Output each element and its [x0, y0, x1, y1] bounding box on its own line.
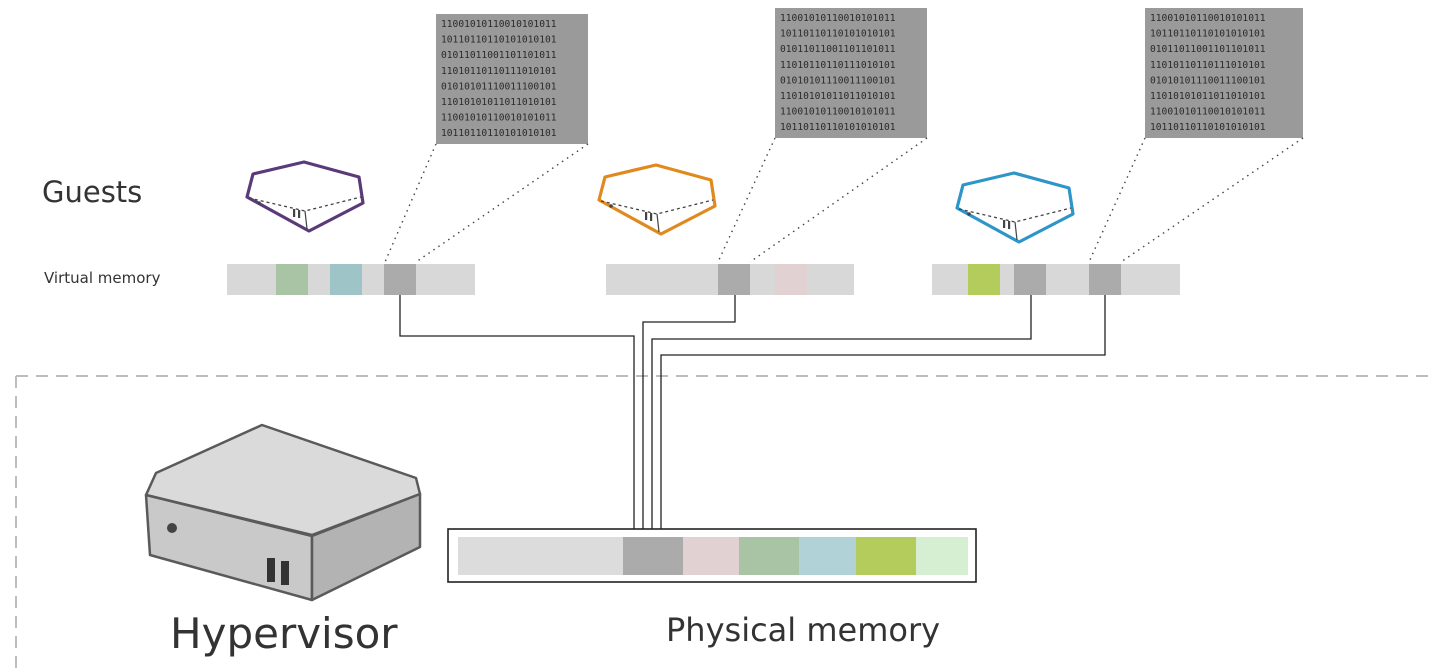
binary-line: 01010101110011100101	[1150, 75, 1266, 86]
pm-light-green-page	[916, 537, 968, 575]
vm1-shared-page	[384, 264, 416, 295]
binary-text-2: 11001010110010101011 10110110110101010101…	[780, 13, 896, 133]
vm1-green-page	[276, 264, 308, 295]
physical-memory-label: Physical memory	[666, 611, 940, 649]
callout-lines	[384, 137, 1304, 263]
physical-memory-bar	[447, 528, 977, 583]
binary-box-3: 11001010110010101011 10110110110101010101…	[1145, 8, 1303, 138]
vm2-pink-page	[775, 264, 807, 295]
binary-line: 11001010110010101011	[1150, 107, 1266, 118]
guest-server-icon-2	[597, 163, 717, 236]
binary-line: 10110110110101010101	[1150, 122, 1266, 133]
binary-line: 10110110110101010101	[780, 122, 896, 133]
mapping-lines	[399, 295, 1106, 545]
binary-line: 11010110110111010101	[780, 60, 896, 71]
binary-text-1: 11001010110010101011 10110110110101010101…	[441, 19, 557, 139]
binary-line: 11001010110010101011	[780, 13, 896, 24]
binary-line: 11010101011011010101	[780, 91, 896, 102]
guest-2-outline	[597, 163, 717, 236]
binary-line: 10110110110101010101	[441, 128, 557, 139]
pm-pink-page	[683, 537, 739, 575]
binary-line: 01011011001101101011	[780, 44, 896, 55]
binary-line: 11010101011011010101	[441, 97, 557, 108]
hypervisor-label: Hypervisor	[170, 609, 398, 658]
binary-line: 10110110110101010101	[441, 35, 557, 46]
pm-green-page	[739, 537, 799, 575]
guest-server-icon-1	[245, 160, 365, 233]
binary-line: 01011011001101101011	[1150, 44, 1266, 55]
guest-server-icon-3	[955, 171, 1075, 244]
guests-label: Guests	[42, 175, 142, 209]
binary-line: 11001010110010101011	[1150, 13, 1266, 24]
binary-line: 11001010110010101011	[780, 107, 896, 118]
hypervisor-server-icon	[144, 423, 422, 602]
guest-3-outline	[955, 171, 1075, 244]
binary-line: 01011011001101101011	[441, 50, 557, 61]
binary-box-2: 11001010110010101011 10110110110101010101…	[775, 8, 927, 138]
binary-line: 11001010110010101011	[441, 19, 557, 30]
pm-lime-page	[856, 537, 916, 575]
binary-line: 10110110110101010101	[780, 29, 896, 40]
binary-line: 11010101011011010101	[1150, 91, 1266, 102]
virtual-memory-label: Virtual memory	[44, 269, 161, 287]
vm3-shared-page-a	[1014, 264, 1046, 295]
vm2-shared-page	[718, 264, 750, 295]
binary-line: 01010101110011100101	[441, 81, 557, 92]
pm-teal-page	[799, 537, 856, 575]
binary-box-1: 11001010110010101011 10110110110101010101…	[436, 14, 588, 144]
guest-1-outline	[245, 160, 365, 233]
vm3-shared-page-b	[1089, 264, 1121, 295]
binary-text-3: 11001010110010101011 10110110110101010101…	[1150, 13, 1266, 133]
virtual-memory-bar-3	[932, 264, 1180, 295]
binary-line: 01010101110011100101	[780, 75, 896, 86]
vm1-teal-page	[330, 264, 362, 295]
binary-line: 11010110110111010101	[441, 66, 557, 77]
binary-line: 11001010110010101011	[441, 113, 557, 124]
pm-shared-page	[623, 537, 683, 575]
binary-line: 10110110110101010101	[1150, 29, 1266, 40]
vm3-lime-page	[968, 264, 1000, 295]
hypervisor-boundary	[15, 375, 1432, 672]
binary-line: 11010110110111010101	[1150, 60, 1266, 71]
virtual-memory-bar-2	[606, 264, 854, 295]
virtual-memory-bar-1	[227, 264, 475, 295]
